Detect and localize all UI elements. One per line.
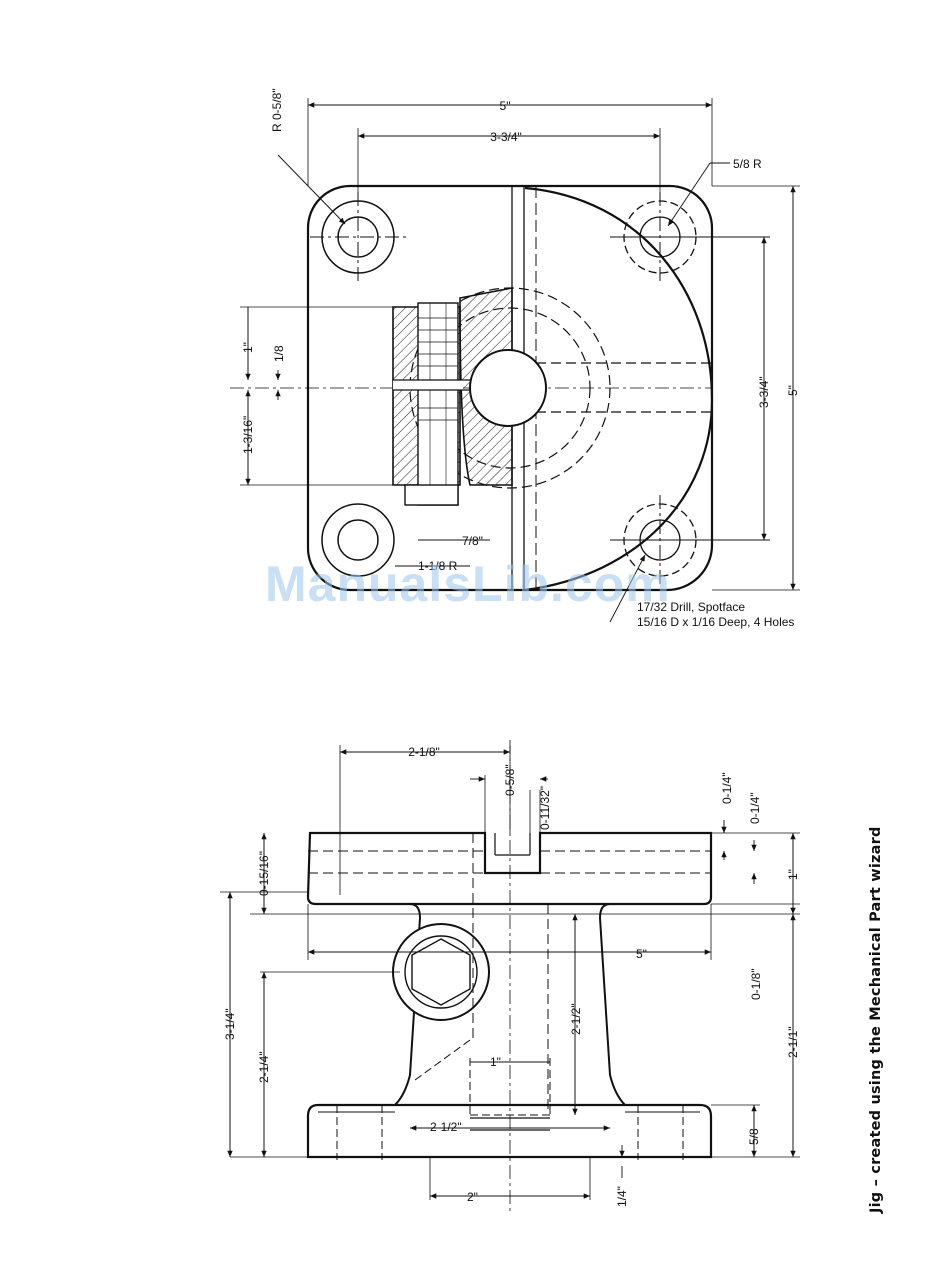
top-view — [230, 98, 800, 622]
figure-caption: Jig – created using the Mechanical Part … — [868, 826, 884, 1213]
dim-hole-spacing-vertical: 3-3/4" — [757, 376, 771, 408]
base — [308, 1105, 711, 1157]
watermark: ManualsLib.com — [265, 555, 671, 613]
dim-hole-spacing-horizontal: 3-3/4" — [490, 130, 522, 144]
dim-front-overall-width: 5" — [636, 947, 647, 961]
dim-column-height: 2-1/2" — [569, 1003, 583, 1035]
dim-slot-gap: 1/8 — [272, 345, 286, 362]
dim-flange-thickness: 0-15/16" — [257, 851, 271, 896]
corner-hole-tl — [310, 192, 410, 285]
dim-base-width: 2" — [467, 1190, 478, 1204]
dim-offset-top: 2-1/8" — [408, 745, 440, 759]
dim-plate-thickness: 1" — [786, 869, 800, 880]
dim-corner-radius: R 0-5/8" — [270, 88, 284, 132]
dim-upper-offset: 1" — [241, 342, 255, 353]
dim-base-thickness: 5/8 — [747, 1128, 761, 1145]
front-view — [220, 740, 800, 1215]
dim-slot-width: 0-5/8" — [503, 764, 517, 796]
spotface-note-line2: 15/16 D x 1/16 Deep, 4 Holes — [637, 615, 794, 629]
dim-overall-height: 3-1/4" — [223, 1008, 237, 1040]
dim-slot-depth: 0-11/32" — [538, 786, 552, 830]
plate-arc — [525, 188, 712, 590]
dim-lower-height: 2-1/4" — [257, 1051, 271, 1083]
dim-overall-height: 5" — [786, 385, 800, 396]
dim-inner-width: 1" — [490, 1055, 501, 1069]
dim-overall-width: 5" — [500, 99, 511, 113]
dim-bolt-width: 7/8" — [462, 534, 483, 548]
dim-top-left: 0-1/4" — [720, 772, 734, 804]
dim-top-right: 0-1/4" — [748, 792, 762, 824]
dim-base-slot: 2-1/2" — [430, 1120, 462, 1134]
dim-lower-offset: 1-3/16" — [241, 416, 255, 454]
center-bore — [470, 350, 546, 426]
corner-hole-tr — [610, 192, 770, 285]
top-plate — [308, 833, 711, 904]
front-view-labels: 2-1/8" 0-5/8" 0-11/32" 0-1/4" 0-1/4" 0-1… — [223, 745, 800, 1207]
dim-base-offset: 1/4" — [615, 1186, 629, 1207]
bolt — [418, 303, 458, 505]
dim-column-total: 2-1/1" — [786, 1026, 800, 1058]
dim-boss-radius: 5/8 R — [733, 157, 762, 171]
dim-gap: 0-1/8" — [749, 968, 763, 1000]
